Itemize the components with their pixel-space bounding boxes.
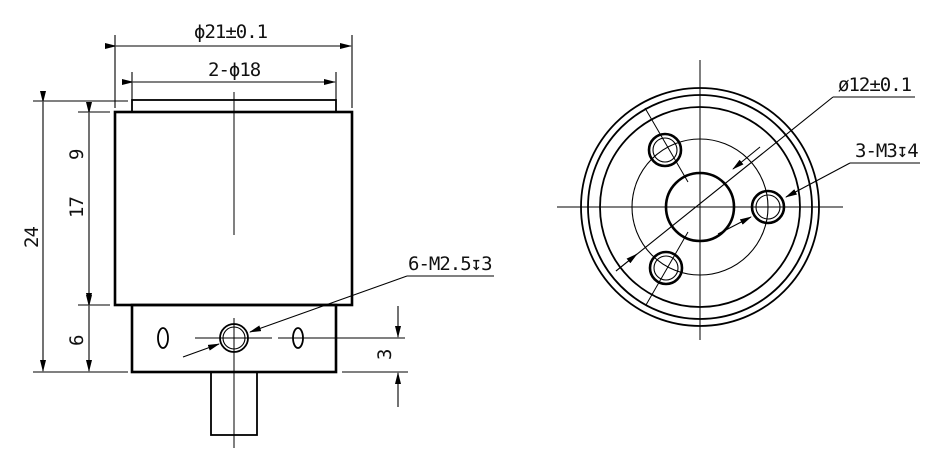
callout-center-diameter: ø12±0.1 [838, 74, 912, 96]
threaded-hole-top [647, 132, 683, 168]
dim-outer-diameter: ϕ21±0.1 [194, 21, 268, 43]
threaded-hole-right [750, 189, 786, 225]
dim-plate-diameter: 2-ϕ18 [208, 59, 261, 81]
callout-threaded-holes: 3-M3↧4 [855, 140, 918, 162]
side-hole-left [157, 327, 169, 349]
dim-total-height: 24 [21, 227, 43, 248]
side-view: ϕ21±0.1 2-ϕ18 24 17 9 6 3 6-M2.5↧3 [21, 21, 494, 448]
end-view: ø12±0.1 3-M3↧4 [557, 60, 920, 340]
dim-hole-offset: 3 [374, 349, 396, 360]
dim-upper-section: 9 [66, 149, 88, 160]
dim-lower-block: 6 [66, 335, 88, 346]
dim-body-height: 17 [66, 197, 88, 218]
callout-side-holes: 6-M2.5↧3 [408, 253, 492, 275]
threaded-hole-bottom [648, 250, 684, 286]
